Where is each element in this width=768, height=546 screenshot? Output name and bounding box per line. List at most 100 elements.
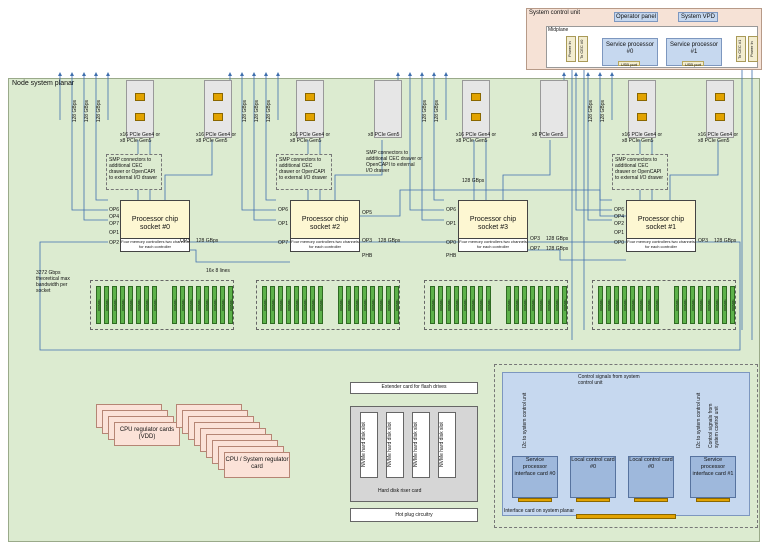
ddimm: DDIMMs [172,286,177,324]
ddimm: DDIMMs [262,286,267,324]
bw-label: 128 GBps [546,236,569,242]
port-phb: PHB [446,253,457,259]
pcie-chip [637,93,647,101]
bw-label: 128 GBps [422,100,428,123]
memory-controllers: Four memory controllers two channels for… [459,238,527,251]
to-cec-conn: To CEC #0 [578,36,588,62]
processor-socket-0: Processor chip socket #0 Four memory con… [120,200,190,252]
ddimm: DDIMMs [220,286,225,324]
system-vpd: System VPD [678,12,718,22]
dimm-group-socket-1 [592,280,736,330]
processor-socket-2: Processor chip socket #2 Four memory con… [290,200,360,252]
interface-edge-connector [576,514,676,519]
sp0-label: Service processor #0 [605,42,655,55]
ddimm: DDIMMs [112,286,117,324]
pcie-chip [715,93,725,101]
smp-connectors-text: SMP connectors to additional CEC drawer … [366,150,422,174]
bw-label: 128 GBps [196,238,219,244]
ddimm: DDIMMs [96,286,101,324]
ddimm: DDIMMs [386,286,391,324]
ddimm: DDIMMs [286,286,291,324]
ddimm: DDIMMs [212,286,217,324]
interface-card-title: Interface card on system planar [504,508,575,514]
ddimm: DDIMMs [730,286,735,324]
ddimm: DDIMMs [430,286,435,324]
processor-title: Processor chip socket #3 [469,216,517,231]
ddimm: DDIMMs [370,286,375,324]
bw-label: 128 GBps [96,100,102,123]
sp1-label: Service processor #1 [669,42,719,55]
bw-label: 128 GBps [242,100,248,123]
i2c-label-b: I2c to system control unit [696,392,702,448]
nvme-slot: NVMe hard disk slot [386,412,404,478]
ddimm: DDIMMs [128,286,133,324]
pcie-slot [296,80,324,138]
port-op1: OP1 [278,221,289,227]
pcie-chip [715,113,725,121]
nvme-slot: NVMe hard disk slot [412,412,430,478]
bw-label: 128 GBps [588,100,594,123]
ddimm: DDIMMs [646,286,651,324]
ddimm: DDIMMs [690,286,695,324]
pcie-chip [471,113,481,121]
ddimm: DDIMMs [354,286,359,324]
port-op7: OP7 [278,240,289,246]
port-op0: OP0 [446,240,457,246]
ddimm: DDIMMs [196,286,201,324]
bw-label: 128 GBps [72,100,78,123]
ddimm: DDIMMs [722,286,727,324]
ddimm: DDIMMs [204,286,209,324]
dimm-group-socket-2 [256,280,400,330]
ddimm: DDIMMs [638,286,643,324]
node-planar-title: Node system planar [12,80,75,87]
processor-title: Processor chip socket #2 [301,216,349,231]
pcie-label: x16 PCIe Gen4 or x8 PCIe Gen5 [698,132,739,144]
port-phb: PHB [362,253,373,259]
port-op6: OP6 [446,207,457,213]
ddimm: DDIMMs [454,286,459,324]
port-op3: OP3 [698,238,709,244]
ddimm: DDIMMs [698,286,703,324]
port-op0: OP0 [614,240,625,246]
bw-label: 128 GBps [254,100,260,123]
ddimm: DDIMMs [188,286,193,324]
ddimm: DDIMMs [310,286,315,324]
pcie-label: x16 PCIe Gen4 or x8 PCIe Gen5 [622,132,663,144]
bw-label: 128 GBps [266,100,272,123]
ddimm: DDIMMs [654,286,659,324]
ddimm: DDIMMs [294,286,299,324]
ddimm: DDIMMs [446,286,451,324]
dimm-group-socket-0 [90,280,234,330]
pcie-slot [126,80,154,138]
bw-label: 128 GBps [546,246,569,252]
bw-label: 128 GBps [714,238,737,244]
bw-label: 128 GBps [434,100,440,123]
memory-controllers: Four memory controllers two channels for… [121,238,189,251]
to-cec-conn-b: To CEC #1 [736,36,746,62]
processor-socket-3: Processor chip socket #3 Four memory con… [458,200,528,252]
bw-label: 128 GBps [84,100,90,123]
port-op5: OP5 [362,210,373,216]
pcie-chip [135,113,145,121]
pcie-slot [462,80,490,138]
ddimm: DDIMMs [622,286,627,324]
scu-title: System control unit [529,10,581,16]
ddimm: DDIMMs [394,286,399,324]
local-control-card-0b: Local control card #0 [628,456,674,498]
power-in-conn: Power In [566,36,576,62]
ddimm: DDIMMs [278,286,283,324]
memory-controllers: Four memory controllers two channels for… [627,238,695,251]
ddimm: DDIMMs [180,286,185,324]
pcie-slot [706,80,734,138]
port-op6: OP6 [614,207,625,213]
pcie-chip [213,113,223,121]
ddimm: DDIMMs [598,286,603,324]
pcie-slot [628,80,656,138]
edge-connector [696,498,730,502]
memory-controllers: Four memory controllers two channels for… [291,238,359,251]
pcie-slot [374,80,402,138]
cpu-regulator-vdd: CPU regulator cards (VDD) [114,422,180,446]
port-op3: OP3 [362,238,373,244]
riser-label: Hard disk riser card [378,488,422,494]
ddimm: DDIMMs [346,286,351,324]
